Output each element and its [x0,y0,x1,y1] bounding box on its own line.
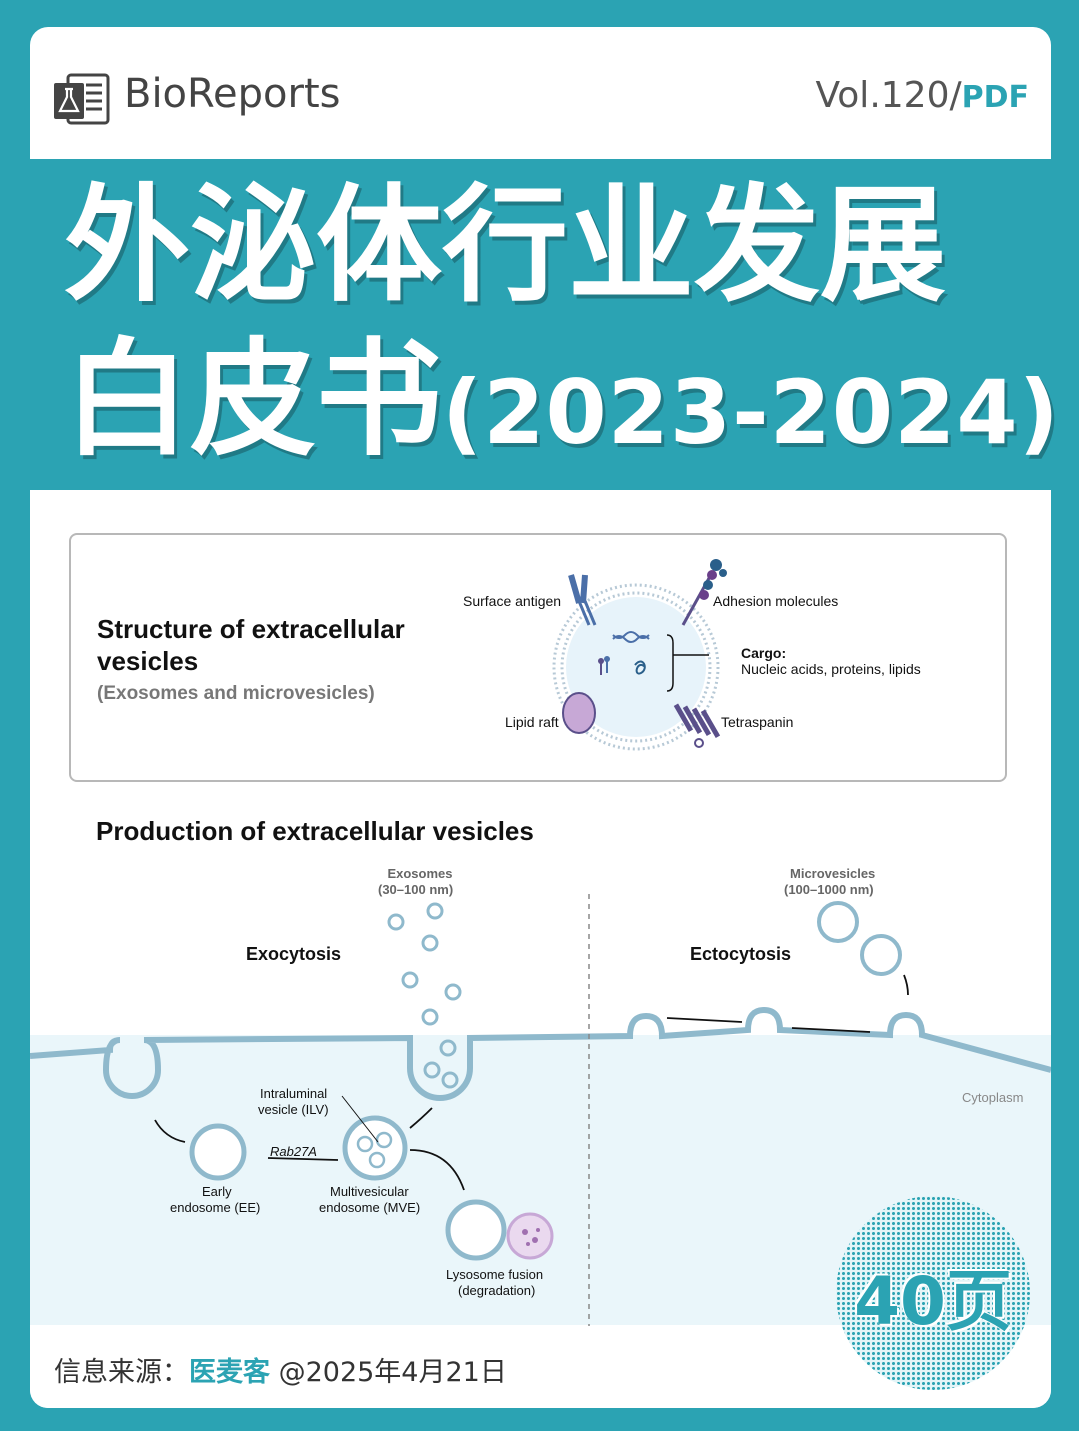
source-brand: 医麦客 [189,1357,270,1388]
label-cargo: Cargo: [741,645,787,661]
source-label: 信息来源： [54,1357,189,1388]
label-lyso-2: (degradation) [458,1283,536,1298]
label-surface-antigen: Surface antigen [463,593,562,609]
source-line: 信息来源：医麦客 @2025年4月21日 [54,1350,507,1389]
label-rab27a: Rab27A [270,1144,317,1159]
structure-subheading: (Exosomes and microvesicles) [97,683,375,704]
title-years: (2023-2024) [442,361,1060,464]
pdf-label: PDF [961,80,1029,115]
label-mve-2: endosome (MVE) [319,1200,421,1215]
label-tetraspanin: Tetraspanin [721,714,794,730]
label-cargo-desc: Nucleic acids, proteins, lipids [741,661,921,677]
label-ee-1: Early [202,1184,232,1199]
label-ee-2: endosome (EE) [170,1200,261,1215]
label-ectocytosis: Ectocytosis [690,944,792,964]
adhesion-molecule-icon [681,559,727,626]
label-exosomes-size: (30–100 nm) [378,882,454,897]
production-heading: Production of extracellular vesicles [96,816,534,846]
brand-name: BioReports [124,71,341,117]
cargo-icon [598,631,650,675]
structure-panel: Structure of extracellular vesicles (Exo… [69,533,1007,782]
cell-membrane [30,1006,1051,1101]
label-ilv-1: Intraluminal [260,1086,328,1101]
label-microvesicles-size: (100–1000 nm) [784,882,874,897]
flow-arrows [154,974,909,1191]
label-lyso-1: Lysosome fusion [446,1267,544,1282]
microvesicle-particles [817,901,902,976]
multivesicular-endosome [342,1115,408,1181]
volume-number: Vol.120/ [815,75,962,116]
label-adhesion-molecules: Adhesion molecules [713,593,839,609]
source-date: @2025年4月21日 [278,1357,507,1388]
lysosome-fusion [445,1199,554,1261]
label-lipid-raft: Lipid raft [505,714,559,730]
early-endosome [189,1123,247,1181]
label-exosomes: Exosomes [387,866,453,881]
label-mve-1: Multivesicular [330,1184,409,1199]
label-exocytosis: Exocytosis [246,944,342,964]
surface-antigen-icon [568,574,597,626]
vesicle-diagram [552,559,727,751]
lipid-raft-icon [562,692,596,734]
title-line-2-cn: 白皮书 [64,326,442,473]
label-microvesicles: Microvesicles [790,866,876,881]
structure-heading: Structure of extracellular vesicles [97,614,405,676]
report-logo-icon [54,73,110,125]
figure-card: Structure of extracellular vesicles (Exo… [30,490,1051,1408]
page-count: 40页 [854,1263,1012,1340]
production-diagram [30,894,1051,1326]
header-card: BioReports Vol.120/PDF [30,27,1051,159]
label-ilv-2: vesicle (ILV) [258,1102,329,1117]
label-cytoplasm: Cytoplasm [962,1090,1024,1105]
title-line-2: 白皮书(2023-2024) [64,330,1059,483]
tetraspanin-icon [673,703,721,748]
volume-label: Vol.120/PDF [815,75,1029,116]
exosome-particles [387,902,462,1089]
title-line-1: 外泌体行业发展 [64,172,946,319]
page-count-badge: 40页 [836,1196,1030,1390]
